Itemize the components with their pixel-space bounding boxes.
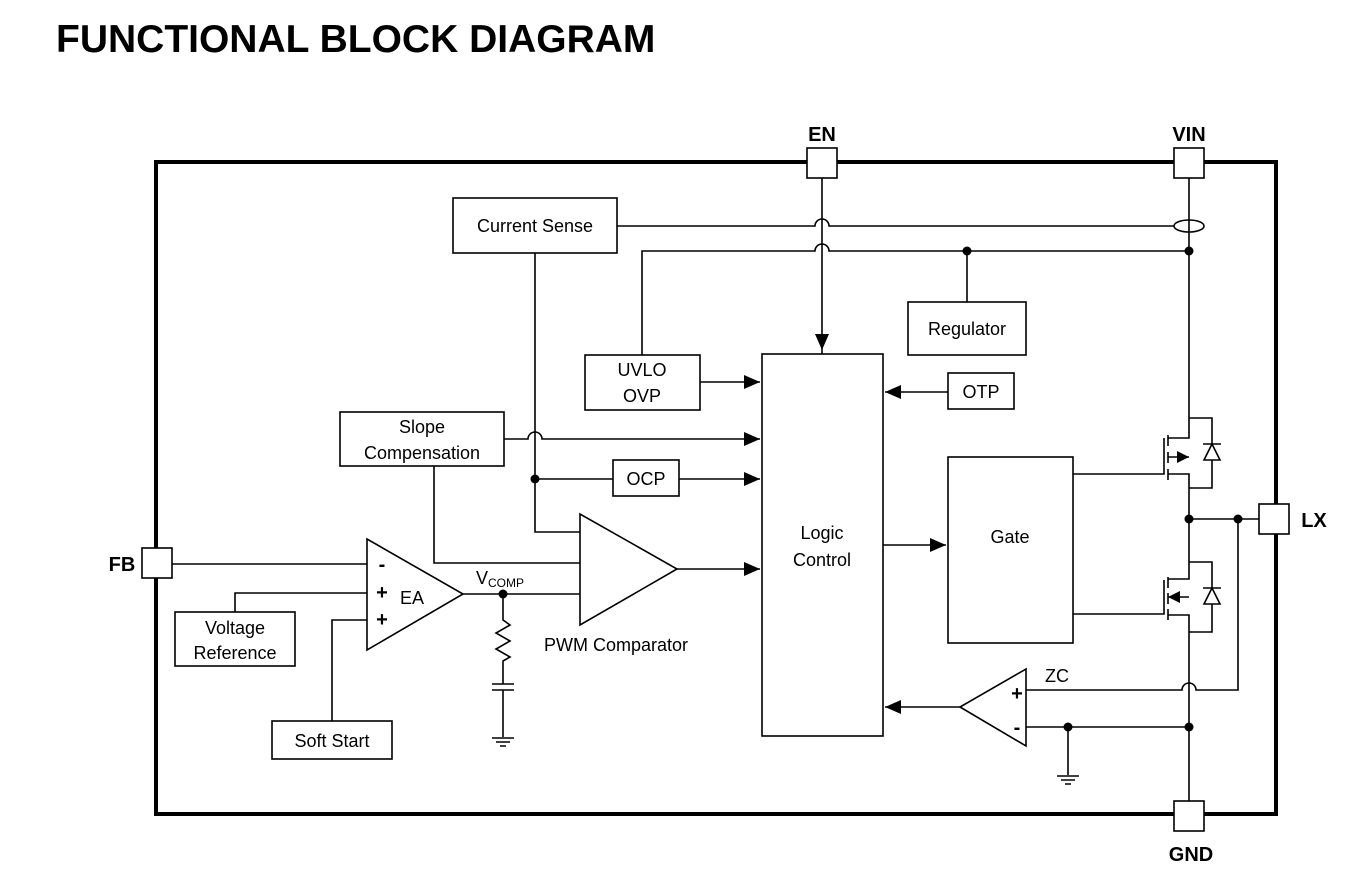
block-gate: Gate <box>947 456 1074 644</box>
ground-icon-zc <box>1057 775 1079 785</box>
wire-slope-to-logic <box>504 431 760 440</box>
vref-label-line2: Reference <box>193 643 276 663</box>
zc-comparator <box>958 667 1027 748</box>
ocp-label: OCP <box>626 469 665 489</box>
ea-input-plus-2: + <box>376 609 388 631</box>
pin-vin: VIN <box>1172 124 1206 179</box>
wire-vin-supply <box>641 243 1189 355</box>
slope-label-line1: Slope <box>399 417 445 437</box>
block-soft-start: Soft Start <box>271 720 393 760</box>
block-otp: OTP <box>947 372 1015 410</box>
chip-outline <box>154 160 1278 816</box>
junction-vin <box>1184 246 1194 256</box>
pin-gnd-label: GND <box>1169 844 1213 866</box>
ea-label: EA <box>400 588 424 608</box>
pin-gnd-pad <box>1173 800 1205 832</box>
pin-fb-label: FB <box>109 554 136 576</box>
soft-start-label: Soft Start <box>294 731 369 751</box>
wire-lx-to-zc <box>1026 519 1239 691</box>
high-side-mosfet-icon <box>1073 417 1222 489</box>
arrow-uvlo <box>744 375 760 389</box>
ea-input-plus-1: + <box>376 582 388 604</box>
pin-fb: FB <box>109 547 173 579</box>
pin-en-pad <box>806 147 838 179</box>
zc-label: ZC <box>1045 666 1069 686</box>
arrow-zc <box>885 700 901 714</box>
block-ocp: OCP <box>612 459 680 497</box>
arrow-otp <box>885 385 901 399</box>
wire-vref-to-ea <box>234 592 367 612</box>
wire-slope-to-pwm <box>433 466 580 564</box>
resistor-icon <box>494 594 512 684</box>
regulator-label: Regulator <box>928 319 1006 339</box>
pin-fb-pad <box>141 547 173 579</box>
pin-lx-label: LX <box>1301 510 1327 532</box>
arrow-en-to-logic <box>815 334 829 350</box>
slope-label-line2: Compensation <box>364 443 480 463</box>
zc-input-plus: + <box>1011 683 1023 705</box>
pin-en-label: EN <box>808 124 836 146</box>
ea-input-minus: - <box>379 554 386 576</box>
pwm-comparator <box>579 512 679 627</box>
otp-label: OTP <box>962 382 999 402</box>
block-slope-compensation: Slope Compensation <box>339 411 505 467</box>
gate-label: Gate <box>990 527 1029 547</box>
arrow-logic-to-gate <box>930 538 946 552</box>
logic-label-line1: Logic <box>800 523 843 543</box>
vref-label-line1: Voltage <box>205 618 265 638</box>
pin-en: EN <box>806 124 838 179</box>
current-sense-label: Current Sense <box>477 216 593 236</box>
error-amplifier <box>366 537 465 652</box>
block-uvlo-ovp: UVLO OVP <box>584 354 701 411</box>
arrow-slope <box>744 432 760 446</box>
block-logic-control: Logic Control <box>761 353 884 737</box>
pwm-comparator-label: PWM Comparator <box>544 635 688 655</box>
arrow-ocp <box>744 472 760 486</box>
pin-lx: LX <box>1258 503 1327 535</box>
capacitor-icon <box>492 683 514 691</box>
uvlo-label: UVLO <box>617 360 666 380</box>
wire-current-sense-to-vin <box>617 218 1174 227</box>
block-current-sense: Current Sense <box>452 197 618 254</box>
pin-vin-label: VIN <box>1172 124 1205 146</box>
vcomp-subscript: COMP <box>488 576 524 590</box>
block-regulator: Regulator <box>907 301 1027 356</box>
pin-vin-pad <box>1173 147 1205 179</box>
ovp-label: OVP <box>623 386 661 406</box>
wire-current-sense-down <box>534 253 580 533</box>
block-voltage-reference: Voltage Reference <box>174 611 296 667</box>
zc-input-minus: - <box>1014 717 1021 739</box>
logic-label-line2: Control <box>793 550 851 570</box>
diagram-title: FUNCTIONAL BLOCK DIAGRAM <box>56 18 656 61</box>
wire-softstart-to-ea <box>331 619 367 721</box>
low-side-mosfet-icon <box>1073 559 1222 633</box>
arrow-pwm <box>744 562 760 576</box>
vcomp-label: VCOMP <box>476 568 524 590</box>
ground-icon-vcomp <box>492 737 514 747</box>
pin-gnd: GND <box>1169 800 1213 866</box>
pin-lx-pad <box>1258 503 1290 535</box>
vcomp-main: V <box>476 568 488 588</box>
